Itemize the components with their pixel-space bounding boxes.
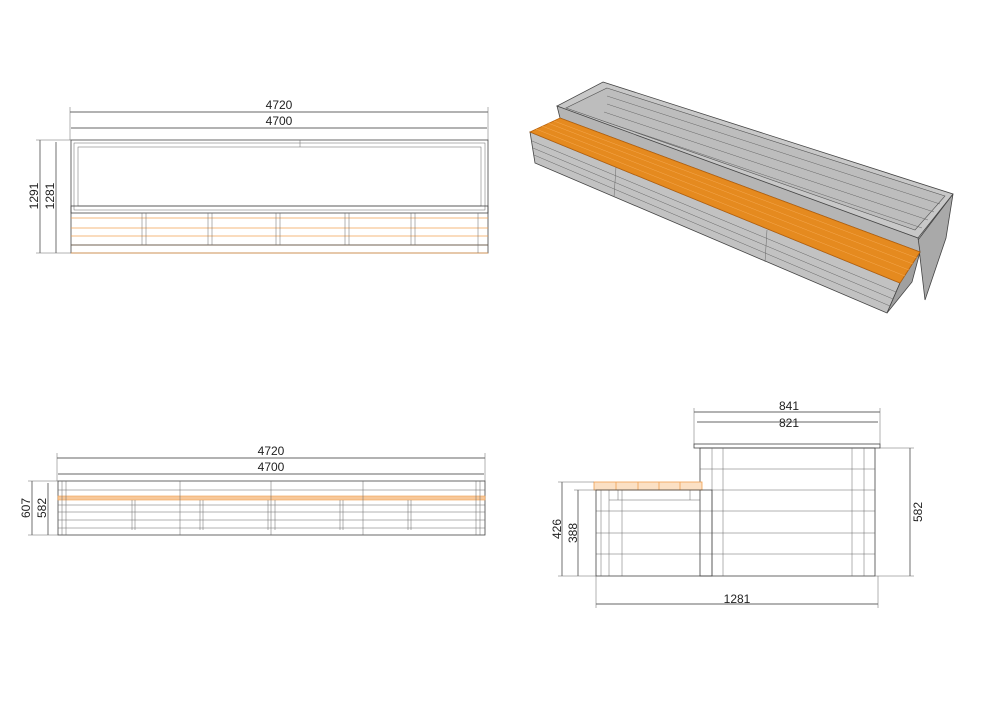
dim-label-841: 841 bbox=[779, 399, 799, 413]
planter-cap bbox=[693, 443, 881, 449]
bench-seat-section bbox=[593, 481, 703, 491]
bench-seat bbox=[529, 117, 921, 284]
front-view: 4720 4700 607 582 bbox=[19, 444, 486, 536]
dim-label-582-side: 582 bbox=[911, 502, 925, 522]
bench-frame-side bbox=[595, 489, 713, 577]
dim-label-4700: 4700 bbox=[266, 114, 293, 128]
isometric-view bbox=[529, 81, 954, 314]
dim-label-4720-front: 4720 bbox=[258, 444, 285, 458]
top-view: 4720 4700 1291 1281 bbox=[27, 98, 489, 254]
dim-label-1281-side: 1281 bbox=[724, 592, 751, 606]
planter-interior bbox=[565, 87, 946, 231]
dim-label-582-front: 582 bbox=[35, 498, 49, 518]
planter-end-face bbox=[917, 193, 954, 301]
dim-label-607: 607 bbox=[19, 498, 33, 518]
dim-label-388: 388 bbox=[566, 523, 580, 543]
dim-label-426: 426 bbox=[550, 519, 564, 539]
front-outline bbox=[57, 480, 486, 536]
dim-label-1281: 1281 bbox=[43, 182, 57, 209]
planter-outline bbox=[70, 139, 489, 214]
planter-side bbox=[699, 447, 876, 577]
dim-label-821: 821 bbox=[779, 416, 799, 430]
dim-label-4720: 4720 bbox=[266, 98, 293, 112]
dim-label-1291: 1291 bbox=[27, 182, 41, 209]
dim-label-4700-front: 4700 bbox=[258, 460, 285, 474]
side-view: 841 821 426 388 582 1281 bbox=[550, 399, 925, 608]
